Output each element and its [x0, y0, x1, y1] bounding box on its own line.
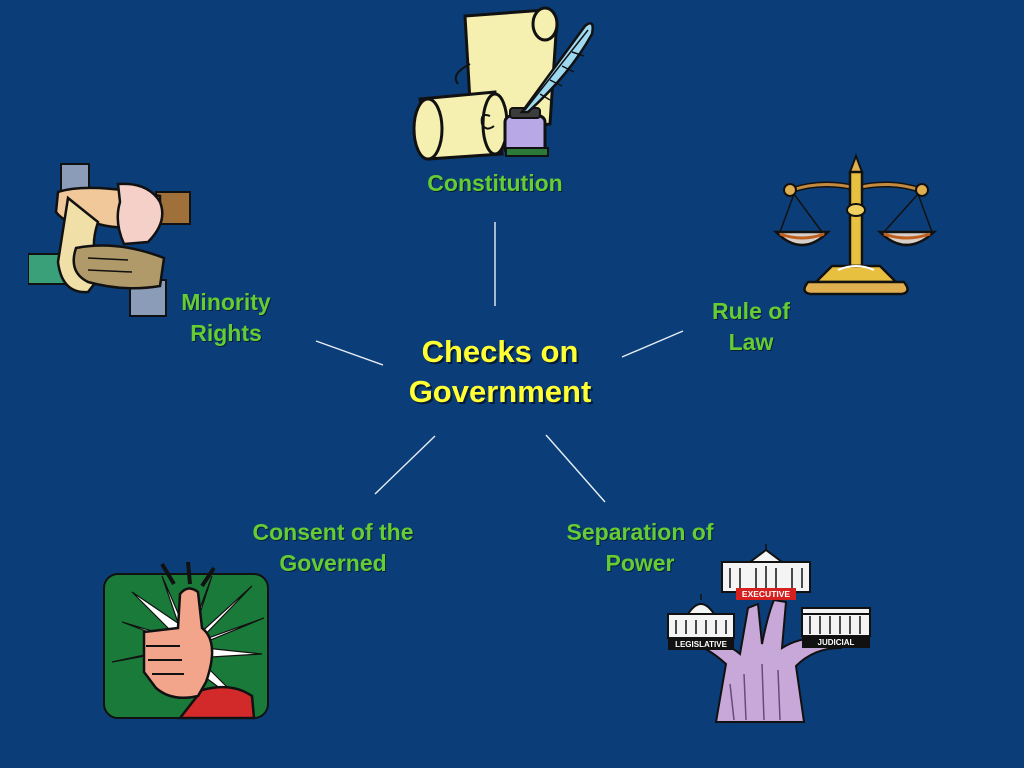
- node-separation-line2: Power: [605, 550, 675, 576]
- node-rule-of-law: Rule of Law: [681, 296, 821, 358]
- node-constitution: Constitution: [395, 168, 595, 199]
- thumbs-up-icon: [103, 562, 269, 720]
- connector-consent: [374, 435, 436, 495]
- central-title-line2: Government: [408, 374, 592, 409]
- central-title-line1: Checks on: [421, 334, 579, 369]
- executive-label: EXECUTIVE: [742, 589, 791, 599]
- scroll-quill-icon: [412, 6, 594, 161]
- node-minority-rights: Minority Rights: [156, 287, 296, 349]
- node-rule-of-law-line1: Rule of: [712, 298, 790, 324]
- node-minority-rights-line2: Rights: [190, 320, 262, 346]
- government-tree-icon: EXECUTIVE LEGISLATIVE JUDICIAL: [667, 544, 871, 723]
- node-consent: Consent of the Governed: [223, 517, 443, 579]
- judicial-label: JUDICIAL: [818, 638, 855, 647]
- node-minority-rights-line1: Minority: [181, 289, 271, 315]
- node-consent-line2: Governed: [279, 550, 387, 576]
- node-consent-line1: Consent of the: [252, 519, 414, 545]
- legislative-label: LEGISLATIVE: [675, 640, 728, 649]
- node-constitution-line1: Constitution: [427, 170, 563, 196]
- node-separation-line1: Separation of: [566, 519, 714, 545]
- connector-separation: [545, 434, 606, 503]
- connector-minority-rights: [315, 340, 384, 366]
- node-rule-of-law-line2: Law: [728, 329, 774, 355]
- node-separation: Separation of Power: [530, 517, 750, 579]
- central-title: Checks on Government: [380, 332, 620, 412]
- joined-hands-icon: [28, 163, 191, 317]
- connector-rule-of-law: [621, 330, 684, 358]
- justice-scales-icon: [772, 153, 938, 296]
